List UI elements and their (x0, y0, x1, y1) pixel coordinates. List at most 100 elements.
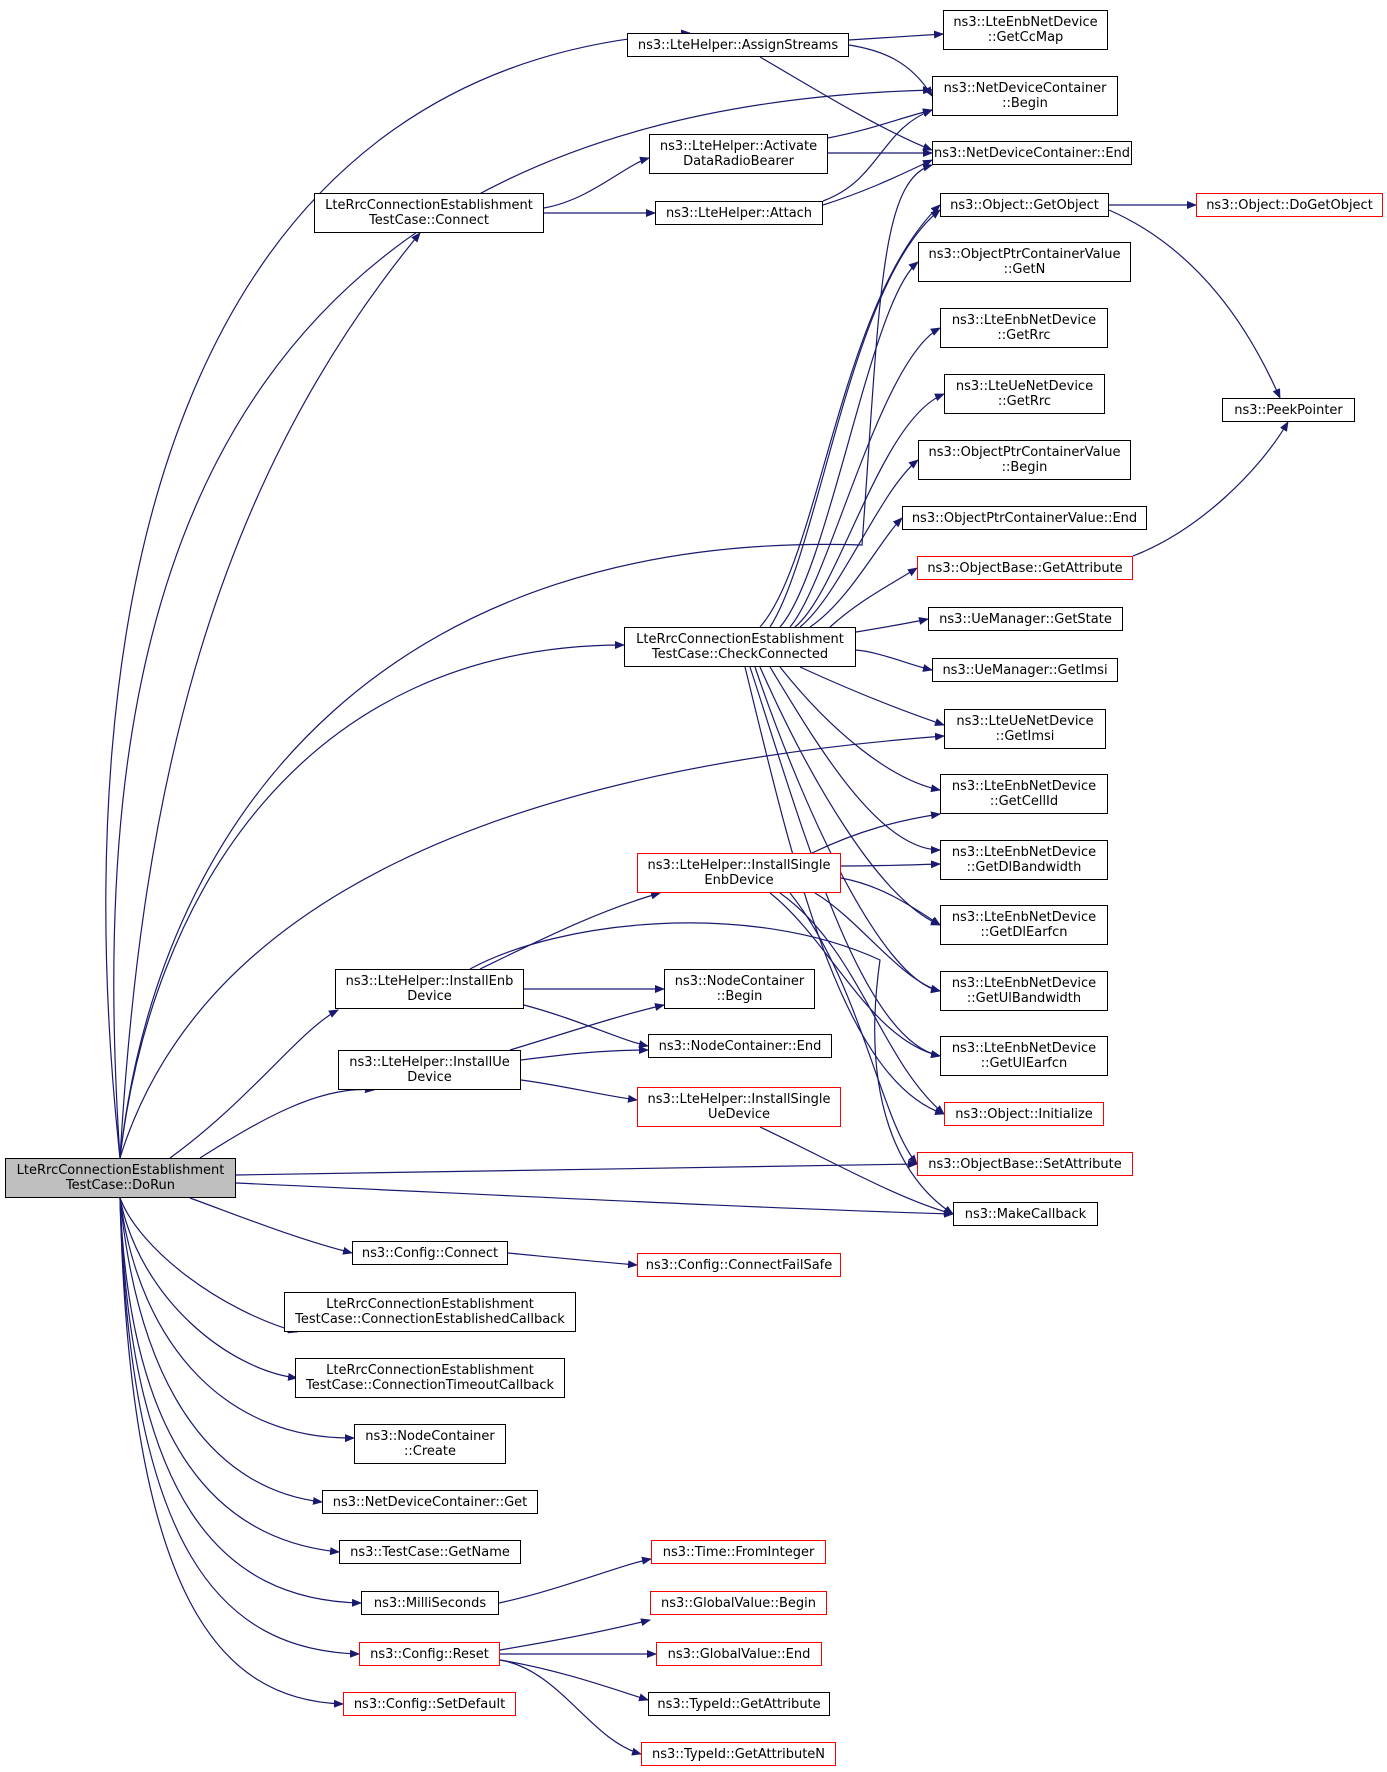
node-optr-end[interactable]: ns3::ObjectPtrContainerValue::End (902, 506, 1147, 530)
node-get-ul-earfcn[interactable]: ns3::LteEnbNetDevice::GetUlEarfcn (940, 1036, 1108, 1076)
call-edge (520, 1046, 649, 1061)
node-ndc-get[interactable]: ns3::NetDeviceContainer::Get (322, 1490, 538, 1514)
node-nc-end[interactable]: ns3::NodeContainer::End (648, 1034, 832, 1058)
node-get-dl-earfcn[interactable]: ns3::LteEnbNetDevice::GetDlEarfcn (940, 905, 1108, 945)
node-get-cell-id[interactable]: ns3::LteEnbNetDevice::GetCellId (940, 774, 1108, 814)
node-set-default[interactable]: ns3::Config::SetDefault (343, 1692, 516, 1716)
call-edge (235, 1182, 954, 1218)
call-edge (509, 1003, 665, 1051)
node-nc-create[interactable]: ns3::NodeContainer::Create (354, 1424, 506, 1464)
node-get-name[interactable]: ns3::TestCase::GetName (339, 1540, 521, 1564)
node-label-line: ns3::ObjectPtrContainerValue::End (911, 510, 1138, 526)
node-assign-streams[interactable]: ns3::LteHelper::AssignStreams (627, 33, 849, 57)
node-label-line: ns3::LteHelper::AssignStreams (637, 37, 839, 53)
node-do-get-object[interactable]: ns3::Object::DoGetObject (1196, 193, 1383, 217)
node-label-line: ::GetUlBandwidth (966, 991, 1082, 1006)
node-label-line: ::GetCcMap (987, 30, 1064, 45)
node-label-line: ns3::NodeContainer (365, 1429, 495, 1444)
node-label-line: ns3::Object::GetObject (950, 197, 1099, 213)
call-edge (744, 666, 945, 1115)
node-get-cc-map[interactable]: ns3::LteEnbNetDevice::GetCcMap (943, 10, 1108, 50)
node-label-line: ns3::GlobalValue::Begin (661, 1595, 816, 1611)
call-edge (499, 1659, 649, 1702)
call-edge (809, 517, 903, 628)
node-from-integer[interactable]: ns3::Time::FromInteger (651, 1540, 826, 1564)
node-type-get-attr-n[interactable]: ns3::TypeId::GetAttributeN (641, 1742, 836, 1766)
node-label-line: ns3::ObjectBase::GetAttribute (927, 560, 1123, 576)
call-edge (119, 163, 933, 1159)
node-label-line: ::Begin (1001, 460, 1048, 475)
node-label-line: ns3::LteHelper::InstallEnb (345, 974, 514, 989)
node-ndc-end[interactable]: ns3::NetDeviceContainer::End (932, 141, 1132, 165)
call-edge (789, 327, 941, 628)
node-label-line: ns3::GlobalValue::End (667, 1646, 811, 1662)
node-ndc-begin[interactable]: ns3::NetDeviceContainer::Begin (932, 76, 1118, 116)
node-connect-fail-safe[interactable]: ns3::Config::ConnectFailSafe (637, 1253, 841, 1277)
call-edge (769, 666, 941, 854)
call-edge (840, 860, 941, 869)
node-label-line: TestCase::DoRun (65, 1178, 176, 1193)
node-label-line: ns3::NetDeviceContainer::Get (332, 1494, 528, 1510)
node-label-line: ::GetRrc (997, 394, 1052, 409)
node-type-get-attr[interactable]: ns3::TypeId::GetAttribute (648, 1692, 830, 1716)
node-cfg-connect[interactable]: ns3::Config::Connect (352, 1241, 508, 1265)
call-edge (119, 1197, 360, 1658)
node-ue-mgr-state[interactable]: ns3::UeManager::GetState (928, 607, 1123, 631)
node-label-line: DataRadioBearer (683, 154, 794, 169)
node-get-attribute[interactable]: ns3::ObjectBase::GetAttribute (917, 556, 1133, 580)
node-label-line: ns3::LteEnbNetDevice (951, 313, 1097, 328)
node-peek-pointer[interactable]: ns3::PeekPointer (1222, 398, 1355, 422)
call-edge (848, 44, 933, 97)
node-label-line: LteRrcConnectionEstablishment (325, 198, 533, 213)
node-label-line: ::Begin (1002, 96, 1048, 111)
node-gv-begin[interactable]: ns3::GlobalValue::Begin (650, 1591, 827, 1615)
node-label-line: ns3::LteUeNetDevice (956, 714, 1094, 729)
node-optr-begin[interactable]: ns3::ObjectPtrContainerValue::Begin (918, 440, 1131, 480)
call-edge (855, 649, 933, 672)
call-edge (119, 1197, 362, 1607)
node-ue-get-imsi[interactable]: ns3::LteUeNetDevice::GetImsi (944, 709, 1106, 749)
node-nc-begin[interactable]: ns3::NodeContainer::Begin (664, 969, 815, 1009)
call-edge (119, 732, 945, 1159)
node-optr-get-n[interactable]: ns3::ObjectPtrContainerValue::GetN (918, 242, 1131, 282)
call-edge (543, 156, 650, 209)
call-edge (822, 109, 933, 202)
node-set-attribute[interactable]: ns3::ObjectBase::SetAttribute (917, 1152, 1133, 1176)
node-label-line: LteRrcConnectionEstablishment (16, 1163, 225, 1178)
node-label-line: ns3::LteHelper::Attach (665, 205, 813, 221)
node-enb-get-rrc[interactable]: ns3::LteEnbNetDevice::GetRrc (940, 308, 1108, 348)
call-edge (119, 1197, 340, 1556)
node-get-dl-bw[interactable]: ns3::LteEnbNetDevice::GetDlBandwidth (940, 840, 1108, 880)
node-make-callback[interactable]: ns3::MakeCallback (953, 1202, 1098, 1226)
node-attach[interactable]: ns3::LteHelper::Attach (655, 201, 823, 225)
node-initialize[interactable]: ns3::Object::Initialize (944, 1102, 1104, 1126)
call-edge (769, 209, 941, 628)
node-get-object[interactable]: ns3::Object::GetObject (940, 193, 1109, 217)
node-ue-mgr-imsi[interactable]: ns3::UeManager::GetImsi (932, 658, 1118, 682)
node-label-line: ns3::TypeId::GetAttributeN (651, 1746, 826, 1762)
node-label-line: ns3::ObjectBase::SetAttribute (928, 1156, 1122, 1172)
node-gv-end[interactable]: ns3::GlobalValue::End (656, 1642, 822, 1666)
call-edge (759, 56, 933, 151)
node-label-line: TestCase::Connect (369, 213, 489, 228)
node-get-ul-bw[interactable]: ns3::LteEnbNetDevice::GetUlBandwidth (940, 971, 1108, 1011)
node-label-line: ns3::Object::DoGetObject (1206, 197, 1373, 213)
node-label-line: ::GetDlBandwidth (966, 860, 1082, 875)
node-cfg-reset[interactable]: ns3::Config::Reset (359, 1642, 500, 1666)
node-ue-get-rrc[interactable]: ns3::LteUeNetDevice::GetRrc (944, 374, 1105, 414)
call-edge (794, 393, 945, 628)
node-milli-seconds[interactable]: ns3::MilliSeconds (361, 1591, 499, 1615)
node-label-line: ns3::LteHelper::InstallUe (349, 1055, 510, 1070)
node-label-line: ns3::LteHelper::InstallSingle (647, 1092, 831, 1107)
call-edge (469, 922, 954, 1215)
